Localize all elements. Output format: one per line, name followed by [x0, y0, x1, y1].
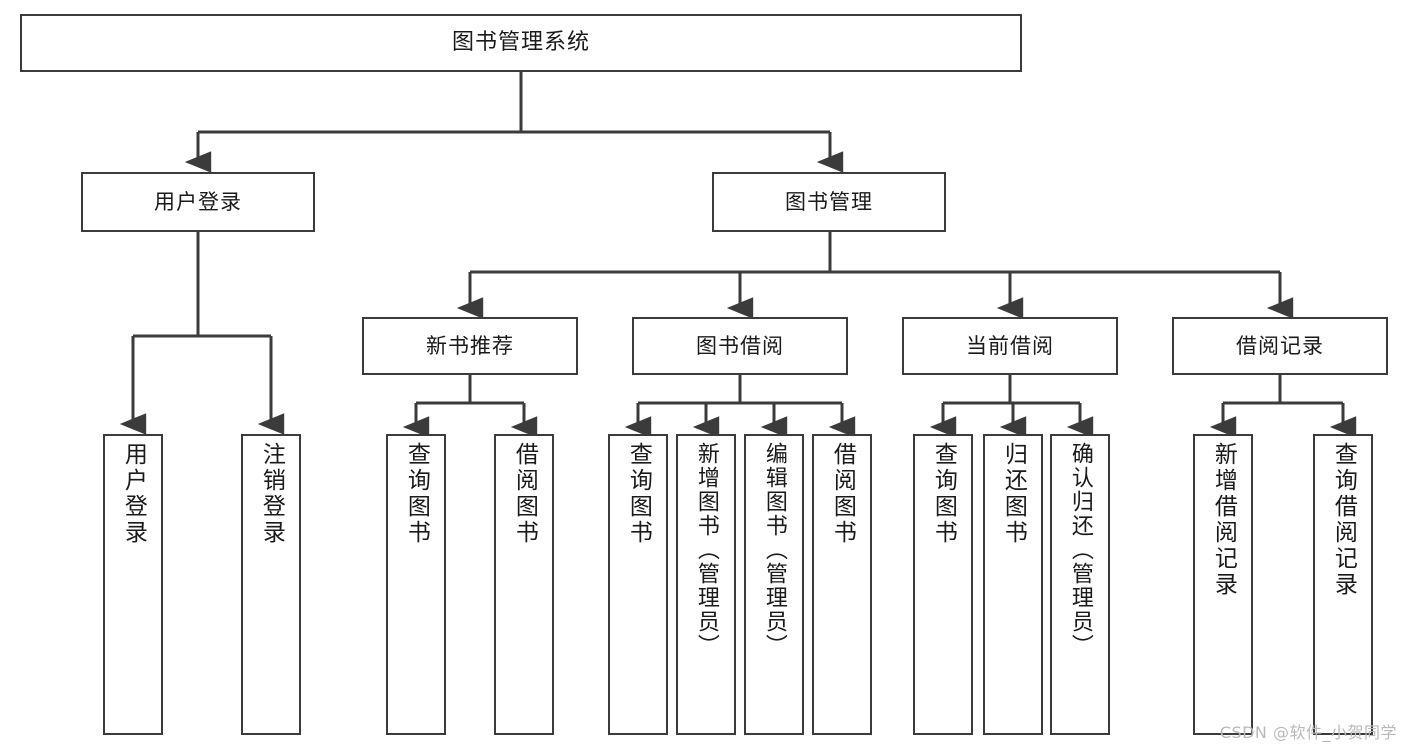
leaf-record-query[interactable]: 查询借阅记录: [1313, 434, 1373, 735]
leaf-borrow-edit-book-label: 编辑图书（管理员）: [761, 442, 787, 658]
leaf-borrow-borrow-book-label: 借阅图书: [829, 442, 856, 546]
leaf-current-confirm-return[interactable]: 确认归还（管理员）: [1050, 434, 1110, 735]
leaf-borrow-borrow-book[interactable]: 借阅图书: [812, 434, 872, 735]
leaf-logout-label: 注销登录: [258, 442, 285, 546]
watermark: CSDN @软件_小贺同学: [1219, 723, 1397, 742]
node-user-login-label: 用户登录: [154, 189, 242, 214]
node-root[interactable]: 图书管理系统: [20, 14, 1022, 72]
leaf-current-query-book[interactable]: 查询图书: [913, 434, 973, 735]
node-book-management[interactable]: 图书管理: [712, 172, 946, 232]
leaf-record-query-label: 查询借阅记录: [1330, 442, 1357, 598]
node-user-login[interactable]: 用户登录: [81, 172, 315, 232]
leaf-borrow-query-book[interactable]: 查询图书: [608, 434, 668, 735]
leaf-record-add-label: 新增借阅记录: [1210, 442, 1237, 598]
leaf-new-book-query[interactable]: 查询图书: [386, 434, 446, 735]
leaf-logout[interactable]: 注销登录: [241, 434, 301, 735]
node-current-borrow-label: 当前借阅: [966, 333, 1054, 358]
leaf-new-book-borrow-label: 借阅图书: [511, 442, 538, 546]
leaf-borrow-edit-book[interactable]: 编辑图书（管理员）: [744, 434, 804, 735]
leaf-borrow-query-book-label: 查询图书: [625, 442, 652, 546]
leaf-borrow-add-book-label: 新增图书（管理员）: [693, 442, 719, 658]
node-book-borrow[interactable]: 图书借阅: [632, 317, 848, 375]
leaf-record-add[interactable]: 新增借阅记录: [1193, 434, 1253, 735]
leaf-new-book-borrow[interactable]: 借阅图书: [494, 434, 554, 735]
node-borrow-record-label: 借阅记录: [1236, 333, 1324, 358]
leaf-user-login[interactable]: 用户登录: [103, 434, 163, 735]
node-new-book-recommend[interactable]: 新书推荐: [362, 317, 578, 375]
leaf-current-confirm-return-label: 确认归还（管理员）: [1067, 442, 1093, 658]
leaf-current-return-book-label: 归还图书: [1000, 442, 1027, 546]
leaf-new-book-query-label: 查询图书: [403, 442, 430, 546]
node-new-book-recommend-label: 新书推荐: [426, 333, 514, 358]
node-book-management-label: 图书管理: [785, 189, 873, 214]
leaf-user-login-label: 用户登录: [120, 442, 147, 546]
node-book-borrow-label: 图书借阅: [696, 333, 784, 358]
leaf-borrow-add-book[interactable]: 新增图书（管理员）: [676, 434, 736, 735]
node-borrow-record[interactable]: 借阅记录: [1172, 317, 1388, 375]
leaf-current-return-book[interactable]: 归还图书: [983, 434, 1043, 735]
leaf-current-query-book-label: 查询图书: [930, 442, 957, 546]
node-current-borrow[interactable]: 当前借阅: [902, 317, 1118, 375]
node-root-label: 图书管理系统: [451, 30, 590, 56]
